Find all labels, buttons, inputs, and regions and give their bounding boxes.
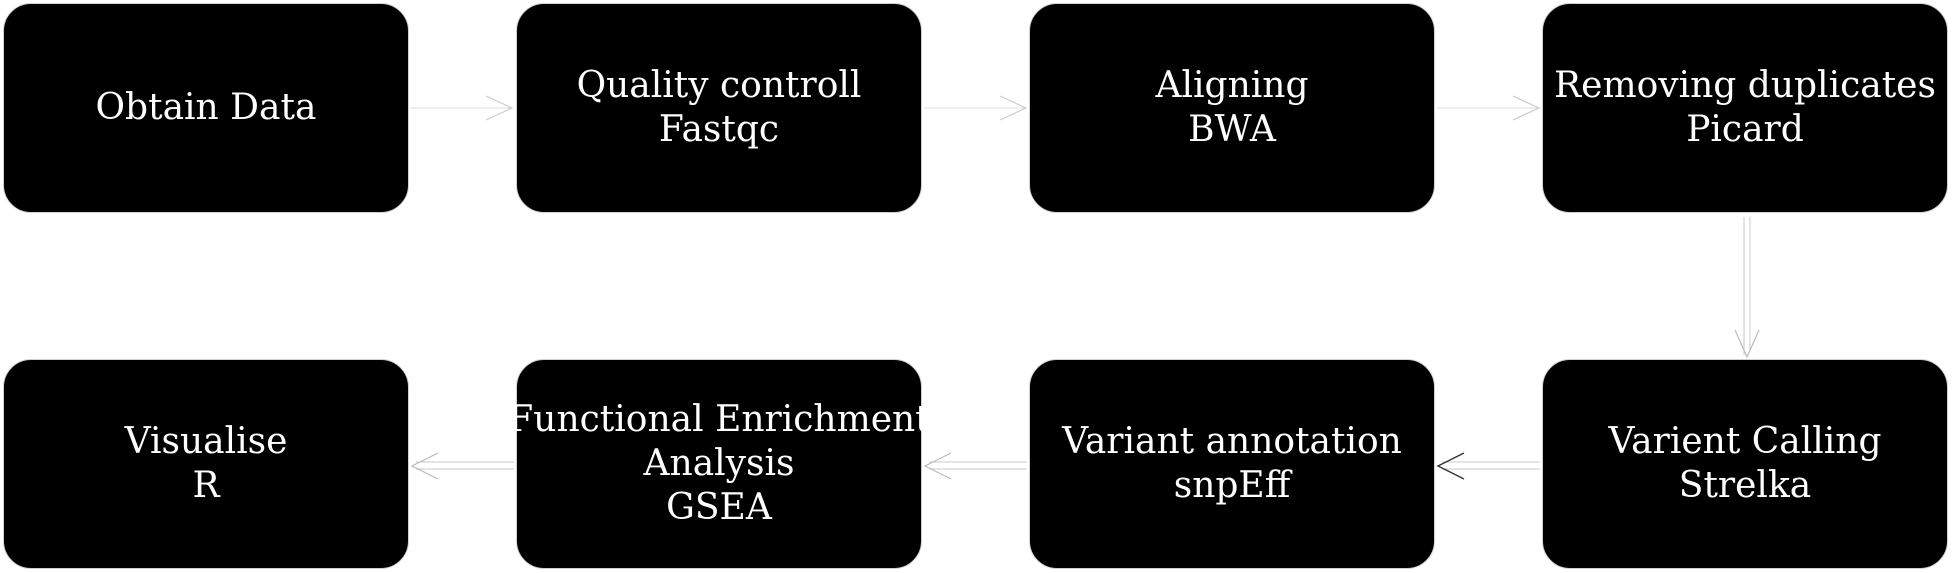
arrow-calling-to-annotation	[1436, 452, 1540, 480]
step-tool: BWA	[1188, 109, 1276, 150]
step-label: Functional Enrichment	[508, 399, 930, 440]
step-tool: GSEA	[666, 487, 772, 528]
arrow-enrichment-to-visualise	[410, 452, 514, 480]
arrow-align-to-dedup	[1437, 95, 1541, 121]
step-tool: Picard	[1686, 109, 1804, 150]
step-visualise: Visualise R	[3, 359, 409, 569]
arrow-dedup-to-calling	[1734, 217, 1760, 359]
step-variant-calling: Varient Calling Strelka	[1542, 359, 1948, 569]
step-label: Visualise	[124, 421, 288, 462]
step-aligning: Aligning BWA	[1029, 3, 1435, 213]
step-label: Varient Calling	[1608, 421, 1882, 462]
step-obtain-data: Obtain Data	[3, 3, 409, 213]
step-removing-duplicates: Removing duplicates Picard	[1542, 3, 1948, 213]
arrow-annotation-to-enrichment	[923, 452, 1027, 480]
step-tool: Strelka	[1678, 465, 1812, 506]
step-label: Aligning	[1155, 65, 1309, 106]
step-label: Quality controll	[576, 65, 862, 106]
arrow-obtain-to-qc	[411, 95, 514, 121]
step-label: Variant annotation	[1062, 421, 1402, 462]
step-tool: Fastqc	[658, 109, 780, 150]
step-quality-control: Quality controll Fastqc	[516, 3, 922, 213]
step-label: Obtain Data	[95, 87, 317, 128]
arrow-qc-to-align	[924, 95, 1028, 121]
step-variant-annotation: Variant annotation snpEff	[1029, 359, 1435, 569]
step-tool: R	[192, 465, 220, 506]
step-label-continued: Analysis	[643, 443, 795, 484]
step-functional-enrichment: Functional Enrichment Analysis GSEA	[508, 359, 930, 569]
step-tool: snpEff	[1173, 465, 1291, 506]
step-label: Removing duplicates	[1554, 65, 1936, 106]
